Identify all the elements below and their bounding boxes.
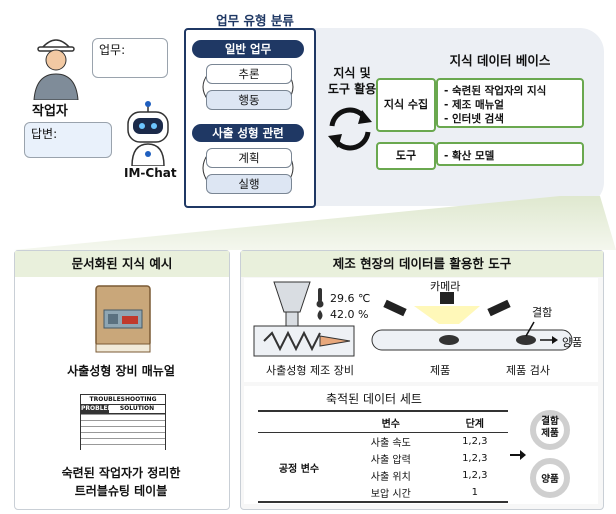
defect-label: 결함 xyxy=(532,306,553,319)
ts-caption-2: 트러블슈팅 테이블 xyxy=(74,484,168,498)
table-cell: 사출 압력 xyxy=(370,455,411,466)
left-panel: 문서화된 지식 예시 xyxy=(14,250,230,510)
tool-scene xyxy=(244,278,598,382)
general-header: 일반 업무 xyxy=(192,40,304,58)
tool-label-box: 도구 xyxy=(376,142,436,170)
tool-label: 도구 xyxy=(395,149,417,162)
table-cell: 1,2,3 xyxy=(462,470,488,481)
knowledge-item: - 숙련된 작업자의 지식 xyxy=(444,85,547,97)
temperature-readout: 29.6 ℃ xyxy=(330,292,371,305)
ts-col-problem: PROBLEM xyxy=(81,405,114,413)
worker-label: 작업자 xyxy=(32,104,68,119)
defect-product-label: 결함 xyxy=(541,416,559,427)
task-title: 업무 유형 분류 xyxy=(216,13,294,28)
table-header: 변수 xyxy=(381,418,400,430)
machine-label: 사출성형 제조 장비 xyxy=(266,364,354,377)
camera-label: 카메라 xyxy=(430,280,461,293)
dataset-table: 변수 단계 공정 변수 사출 속도 1,2,3 사출 압력 1,2,3 사출 위… xyxy=(258,410,508,503)
knowledge-items-box: - 숙련된 작업자의 지식 - 제조 매뉴얼 - 인터넷 검색 xyxy=(436,78,584,128)
worker-bubble-text: 업무: xyxy=(99,43,126,57)
table-cell: 1,2,3 xyxy=(462,453,488,464)
robot-icon xyxy=(120,100,176,167)
arrow-label-2: 도구 활용 xyxy=(327,82,377,96)
troubleshooting-table-icon: TROUBLESHOOTING PROBLEM SOLUTION xyxy=(80,394,166,450)
table-cell: 1 xyxy=(471,487,478,498)
product-label: 제품 xyxy=(430,364,451,377)
result-arrow-icon xyxy=(510,446,526,460)
bot-label: IM-Chat xyxy=(124,166,177,180)
action-pill: 행동 xyxy=(206,90,292,110)
kb-title: 지식 데이터 베이스 xyxy=(449,53,551,68)
ts-col-solution: SOLUTION xyxy=(119,405,155,412)
left-panel-title: 문서화된 지식 예시 xyxy=(15,251,229,277)
good-product-ring xyxy=(530,458,570,498)
good-label: 양품 xyxy=(562,336,583,349)
cycle-arrows-icon xyxy=(322,104,378,154)
injection-header: 사출 성형 관련 xyxy=(192,124,304,142)
table-cell: 사출 위치 xyxy=(370,472,411,483)
knowledge-item: - 인터넷 검색 xyxy=(444,113,504,125)
table-cell: 보압 시간 xyxy=(370,489,411,500)
ts-caption-1: 숙련된 작업자가 정리한 xyxy=(61,466,181,480)
table-cell: 1,2,3 xyxy=(462,436,488,447)
defect-product-ring xyxy=(530,410,570,450)
table-cell: 사출 속도 xyxy=(370,438,411,449)
knowledge-label-box: 지식 수집 xyxy=(376,78,436,132)
answer-bubble: 답변: xyxy=(24,122,112,158)
humidity-readout: 42.0 % xyxy=(330,308,369,321)
right-panel-title: 제조 현장의 데이터를 활용한 도구 xyxy=(241,251,603,277)
inspection-label: 제품 검사 xyxy=(506,364,550,377)
plan-pill: 계획 xyxy=(206,148,292,168)
row-group-label: 공정 변수 xyxy=(278,463,320,475)
reason-pill: 추론 xyxy=(206,64,292,84)
worker-icon xyxy=(28,30,84,101)
tool-items-box: - 확산 모델 xyxy=(436,142,584,166)
table-header: 단계 xyxy=(465,418,484,430)
manual-caption: 사출성형 장비 매뉴얼 xyxy=(67,364,175,378)
funnel-shading xyxy=(0,196,616,250)
arrow-label-1: 지식 및 xyxy=(333,66,371,80)
good-product-label: 양품 xyxy=(541,474,559,485)
dataset-table-wrap: 변수 단계 공정 변수 사출 속도 1,2,3 사출 압력 1,2,3 사출 위… xyxy=(258,410,508,503)
tool-item: - 확산 모델 xyxy=(444,150,495,162)
knowledge-item: - 제조 매뉴얼 xyxy=(444,99,504,111)
dataset-title: 축적된 데이터 세트 xyxy=(326,392,422,406)
answer-bubble-text: 답변: xyxy=(31,127,58,141)
ts-title: TROUBLESHOOTING xyxy=(81,395,165,405)
execute-pill: 실행 xyxy=(206,174,292,194)
defect-product-label: 제품 xyxy=(541,428,559,439)
worker-bubble: 업무: xyxy=(92,38,168,78)
knowledge-label: 지식 수집 xyxy=(383,98,429,111)
manual-book-icon xyxy=(92,284,154,354)
